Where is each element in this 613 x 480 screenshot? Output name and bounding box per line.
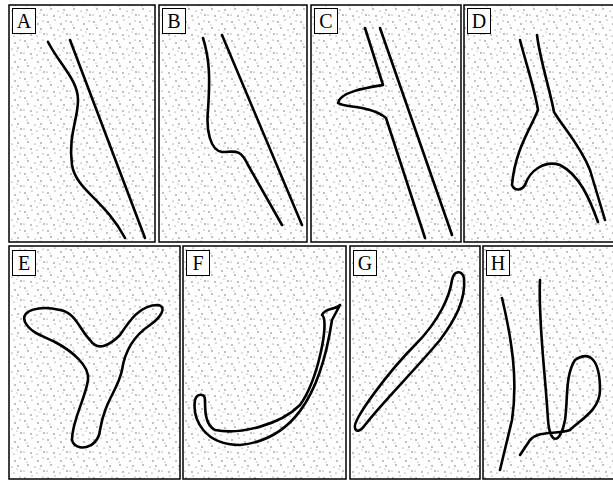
panel-letter: G bbox=[358, 253, 372, 273]
panel-frames bbox=[9, 5, 613, 479]
panel-letter-box: D bbox=[467, 8, 491, 34]
panel-letter: H bbox=[491, 253, 505, 273]
channel-outlines bbox=[24, 28, 605, 470]
panel-letter: F bbox=[192, 253, 203, 273]
panel-letter: D bbox=[472, 11, 486, 31]
panel-letter-box: E bbox=[12, 250, 36, 276]
panel-letter-box: C bbox=[314, 8, 338, 34]
panel-letter-box: A bbox=[12, 8, 36, 34]
panel-letter-box: G bbox=[353, 250, 377, 276]
panel-letter: E bbox=[18, 253, 30, 273]
panel-letter-box: H bbox=[486, 250, 510, 276]
panel-letter: C bbox=[319, 11, 332, 31]
panel-letter-box: B bbox=[162, 8, 186, 34]
panel-letter-box: F bbox=[186, 250, 210, 276]
panel-letter: B bbox=[167, 11, 180, 31]
panel-letter: A bbox=[17, 11, 31, 31]
